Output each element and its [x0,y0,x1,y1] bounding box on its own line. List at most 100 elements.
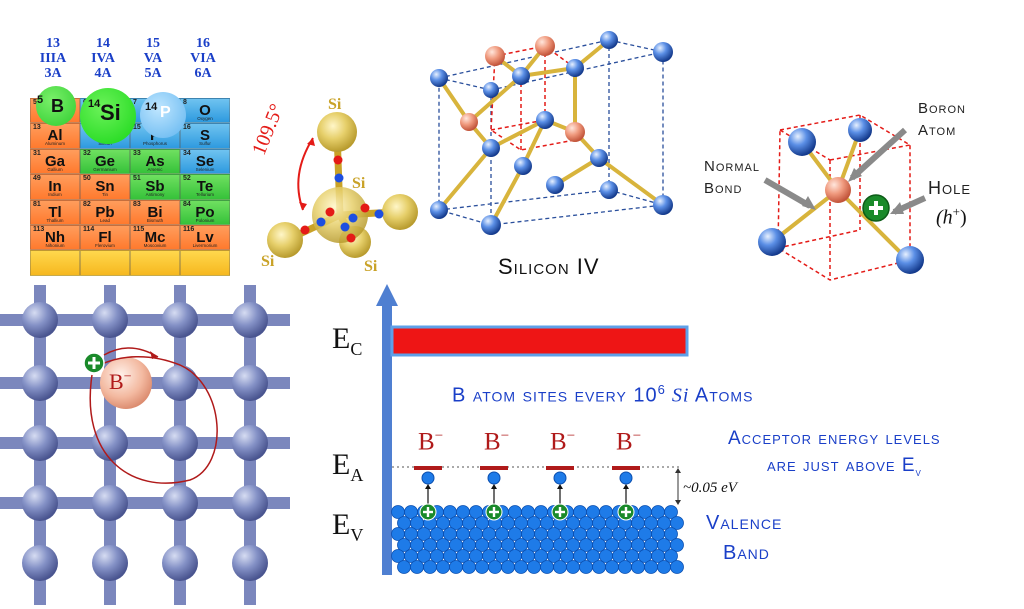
silicon-highlight-symbol: Si [100,100,121,125]
hole-plus-v [558,507,562,517]
si-label-bottom: Si [364,258,378,275]
si-label-top: Si [328,96,342,113]
element-number: 50 [83,175,91,183]
phosphorus-highlight [140,92,186,138]
element-number: 16 [183,124,191,132]
element-number: 13 [33,124,41,132]
si-atom [232,425,268,461]
si-atom [460,113,478,131]
si-atom [162,302,198,338]
hole-plus-v [624,507,628,517]
si-atom [566,59,584,77]
element-name: Moscovium [143,242,167,248]
si-atom [22,365,58,401]
element-number: 82 [83,200,91,208]
element-name: Antimony [145,192,165,198]
valence-electron [644,560,658,574]
valence-electron [488,560,502,574]
si-atom-center [312,187,368,243]
element-symbol: Sn [95,178,115,196]
element-name: Nihonium [45,242,65,248]
phosphorus-highlight-number: 14 [145,101,158,113]
element-name: Oxygen [197,116,213,121]
valence-electron [475,560,489,574]
valence-electron [618,560,632,574]
element-number: 8 [183,99,187,106]
element-symbol: Bi [147,203,163,221]
hole-plus-v [426,507,430,517]
element-symbol: As [145,152,165,170]
captured-electron [619,471,633,485]
element-symbol: O [199,102,211,119]
element-name: Gallium [47,166,63,172]
valence-electron [540,560,554,574]
element-number: 15 [133,124,141,132]
element-symbol: Po [195,203,215,221]
element-name: Bismuth [146,217,164,223]
element-number: 114 [83,225,95,233]
element-number: 51 [133,175,141,183]
captured-electron [553,471,567,485]
valence-electron [436,560,450,574]
si-atom [565,122,585,142]
acceptor-level [480,466,508,470]
phosphorus-highlight-symbol: P [160,104,171,121]
element-symbol: Lv [196,228,214,246]
si-atom-top [317,112,357,152]
element-number: 33 [133,149,141,157]
si-atom [848,118,872,142]
conduction-band [390,325,689,357]
si-label-left: Si [261,253,275,270]
si-atom [430,69,448,87]
boron-in-lattice-diagram [758,114,927,281]
gap-label: ~0.05 eV [683,480,737,496]
band-diagram [376,284,689,575]
acceptor-level [414,466,442,470]
valence-electron [657,560,671,574]
element-cell [130,250,180,276]
element-number: 7 [133,99,137,106]
si-atom [162,545,198,581]
si-atom [162,485,198,521]
valence-electron [664,549,678,563]
square-lattice-diagram [0,285,290,605]
element-symbol: Mc [144,228,166,246]
element-cell [30,250,80,276]
element-symbol: Sb [145,178,165,196]
acceptor-ion-label: B− [550,428,576,456]
valence-electron [514,560,528,574]
valence-electron [579,560,593,574]
si-atom-right [382,194,418,230]
hole-symbol: (h+) [936,204,967,229]
element-symbol: Fl [98,228,112,246]
si-atom [22,302,58,338]
si-atom [481,215,501,235]
valence-electron [527,560,541,574]
valence-electron [670,538,684,552]
boron-highlight [36,86,76,126]
si-atom [653,42,673,62]
valence-electron [501,560,515,574]
si-atom [590,149,608,167]
excitation-arrowhead [557,484,563,489]
element-number: 49 [33,175,41,183]
element-number: 81 [33,200,41,208]
element-cell [80,250,130,276]
captured-electron [421,471,435,485]
si-atom [22,545,58,581]
ev-label: EV [332,508,364,545]
hole-plus-v [492,507,496,517]
element-number: 83 [133,200,141,208]
si-atom [653,195,673,215]
si-atom [483,82,499,98]
si-atom [232,485,268,521]
